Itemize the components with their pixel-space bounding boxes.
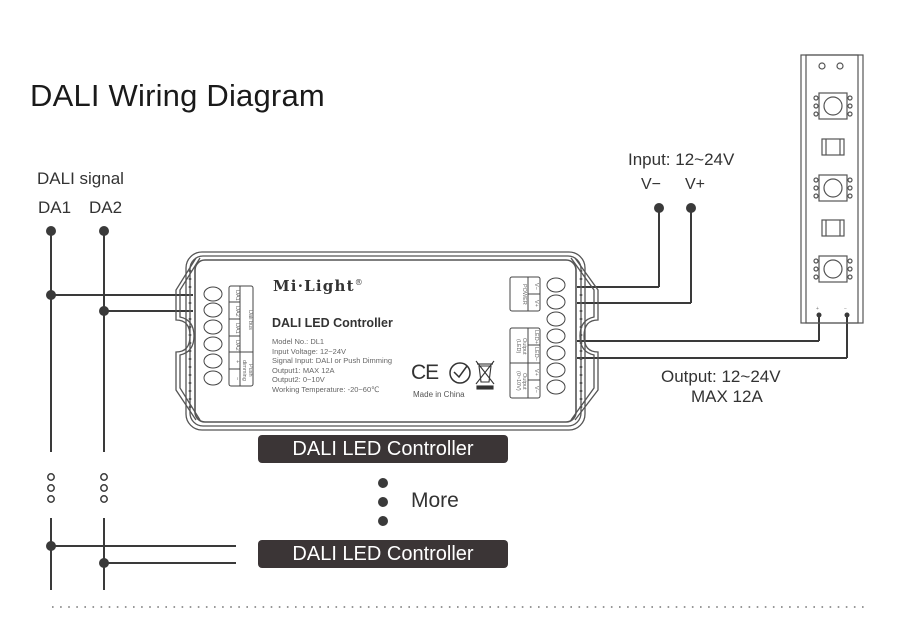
- made-in-label: Made in China: [413, 390, 465, 399]
- right-term-label-1: V−: [533, 282, 539, 290]
- resistor-2: [821, 219, 845, 237]
- controller-2-badge: DALI LED Controller: [258, 540, 508, 568]
- vplus-label: V+: [685, 176, 706, 193]
- terminal-da2-a: [203, 302, 223, 318]
- strip-minus-label: −: [844, 306, 847, 312]
- rohs-icon: [449, 362, 471, 384]
- terminal-da1-a: [203, 286, 223, 302]
- left-term-label-2: DA2: [234, 305, 240, 317]
- da2-label: DA2: [89, 198, 123, 217]
- terminal-led-plus: [546, 328, 566, 344]
- spec-input-voltage: Input Voltage: 12~24V: [272, 346, 347, 356]
- output-voltage-label: Output: 12~24V: [661, 367, 781, 386]
- terminal-da2-b: [203, 336, 223, 352]
- strip-minus-pad: [844, 312, 850, 318]
- right-group-power: POWER: [521, 283, 527, 305]
- da2-junction-2: [99, 558, 109, 568]
- left-terminal-block: [203, 285, 254, 387]
- spec-output1: Output1: MAX 12A: [272, 365, 335, 375]
- da1-terminal-dot: [46, 226, 56, 236]
- terminal-da1-b: [203, 319, 223, 335]
- more-dot-2: [378, 497, 388, 507]
- led-strip: [800, 54, 864, 324]
- more-dot-1: [378, 478, 388, 488]
- left-term-label-5: +: [234, 360, 240, 364]
- product-name: DALI LED Controller: [272, 316, 393, 330]
- output-current-label: MAX 12A: [691, 387, 763, 406]
- right-group-output-led: Output (LED): [515, 337, 527, 355]
- terminal-power-vplus: [546, 294, 566, 310]
- resistor-1: [821, 138, 845, 156]
- right-term-label-6: V−: [533, 385, 539, 393]
- diagram-title: DALI Wiring Diagram: [30, 78, 325, 113]
- controller-housing: [175, 251, 599, 431]
- continuation-marks: [47, 473, 108, 503]
- controller-1-badge: DALI LED Controller: [258, 435, 508, 463]
- spec-list: Model No.: DL1 Input Voltage: 12~24V Sig…: [272, 337, 392, 395]
- right-term-label-4: LED−: [533, 347, 539, 361]
- strip-plus-pad: [816, 312, 822, 318]
- spec-signal-input: Signal Input: DALI or Push Dimming: [272, 356, 393, 366]
- more-label: More: [411, 489, 459, 512]
- spec-model: Model No.: DL1: [272, 337, 325, 346]
- led-chip-2: [813, 174, 853, 202]
- terminal-power-vminus: [546, 277, 566, 293]
- junction-dots: [46, 203, 696, 568]
- right-group-output-0-10v: Output (0~10V): [515, 371, 527, 391]
- da1-junction-1: [46, 290, 56, 300]
- terminal-0-10v-plus: [546, 362, 566, 378]
- input-voltage-label: Input: 12~24V: [628, 150, 735, 169]
- vminus-label: V−: [641, 176, 662, 193]
- da2-junction-1: [99, 306, 109, 316]
- brand-logo: Mi·Light®: [273, 277, 364, 295]
- led-chip-1: [813, 92, 853, 120]
- dali-bus-wires: [50, 208, 848, 590]
- dali-signal-label: DALI signal: [37, 169, 124, 188]
- more-dot-3: [378, 516, 388, 526]
- right-term-label-2: V+: [533, 299, 539, 307]
- left-group-dali-bus: Dali bus: [247, 310, 253, 330]
- right-term-label-3: LED+: [533, 330, 539, 344]
- spec-output2: Output2: 0~10V: [272, 375, 325, 385]
- terminal-minus: [203, 370, 223, 386]
- left-group-push-dimming: Push dimming: [241, 359, 253, 381]
- left-term-label-3: DA1: [234, 322, 240, 334]
- da1-junction-2: [46, 541, 56, 551]
- vminus-terminal-dot: [654, 203, 664, 213]
- da2-terminal-dot: [99, 226, 109, 236]
- strip-plus-label: +: [816, 306, 819, 312]
- led-chip-3: [813, 255, 853, 283]
- da1-label: DA1: [38, 198, 72, 217]
- left-term-label-4: DA2: [234, 339, 240, 351]
- left-term-label-6: −: [234, 377, 240, 381]
- terminal-spare: [546, 311, 566, 327]
- spec-working-temp: Working Temperature: -20~60℃: [272, 384, 380, 394]
- right-terminal-block: [509, 276, 566, 399]
- terminal-0-10v-minus: [546, 379, 566, 395]
- right-term-label-5: V+: [533, 368, 539, 376]
- left-term-label-1: DA1: [234, 289, 240, 301]
- weee-bin-icon: [475, 360, 495, 390]
- terminal-led-minus: [546, 345, 566, 361]
- ce-mark-icon: CE: [411, 361, 439, 384]
- vplus-terminal-dot: [686, 203, 696, 213]
- terminal-plus: [203, 353, 223, 369]
